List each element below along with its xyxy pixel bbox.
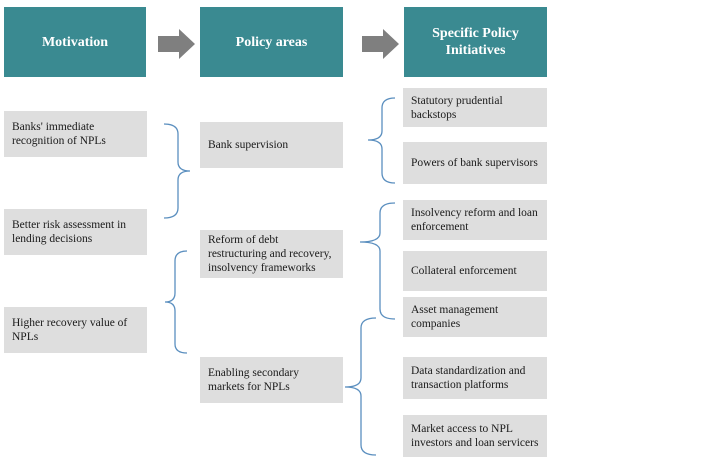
policy-area-debt-restructuring: Reform of debt restructuring and recover… — [200, 230, 343, 278]
policy-areas-header: Policy areas — [200, 7, 343, 77]
initiative-data-standardization: Data standardization and transaction pla… — [403, 357, 547, 399]
motivation-header: Motivation — [4, 7, 146, 77]
bracket-motivation-to-supervision — [163, 123, 191, 219]
initiative-market-access: Market access to NPL investors and loan … — [403, 415, 547, 457]
bracket-markets-to-initiatives — [344, 317, 377, 456]
arrow-icon — [158, 29, 195, 59]
bracket-supervision-to-initiatives — [367, 97, 396, 184]
initiative-asset-management: Asset management companies — [403, 297, 547, 337]
motivation-box-immediate-recognition: Banks' immediate recognition of NPLs — [4, 111, 147, 157]
initiative-insolvency-reform: Insolvency reform and loan enforcement — [403, 200, 547, 240]
arrow-icon — [362, 29, 399, 59]
bracket-reform-to-initiatives — [359, 202, 396, 320]
initiative-collateral-enforcement: Collateral enforcement — [403, 251, 547, 291]
initiative-bank-supervisor-powers: Powers of bank supervisors — [403, 142, 547, 184]
bracket-motivation-to-reform — [164, 250, 188, 354]
initiatives-header: Specific Policy Initiatives — [404, 7, 547, 77]
motivation-box-risk-assessment: Better risk assessment in lending decisi… — [4, 209, 147, 255]
policy-area-bank-supervision: Bank supervision — [200, 122, 343, 168]
initiative-prudential-backstops: Statutory prudential backstops — [403, 88, 547, 127]
motivation-box-recovery-value: Higher recovery value of NPLs — [4, 307, 147, 353]
policy-area-secondary-markets: Enabling secondary markets for NPLs — [200, 357, 343, 403]
